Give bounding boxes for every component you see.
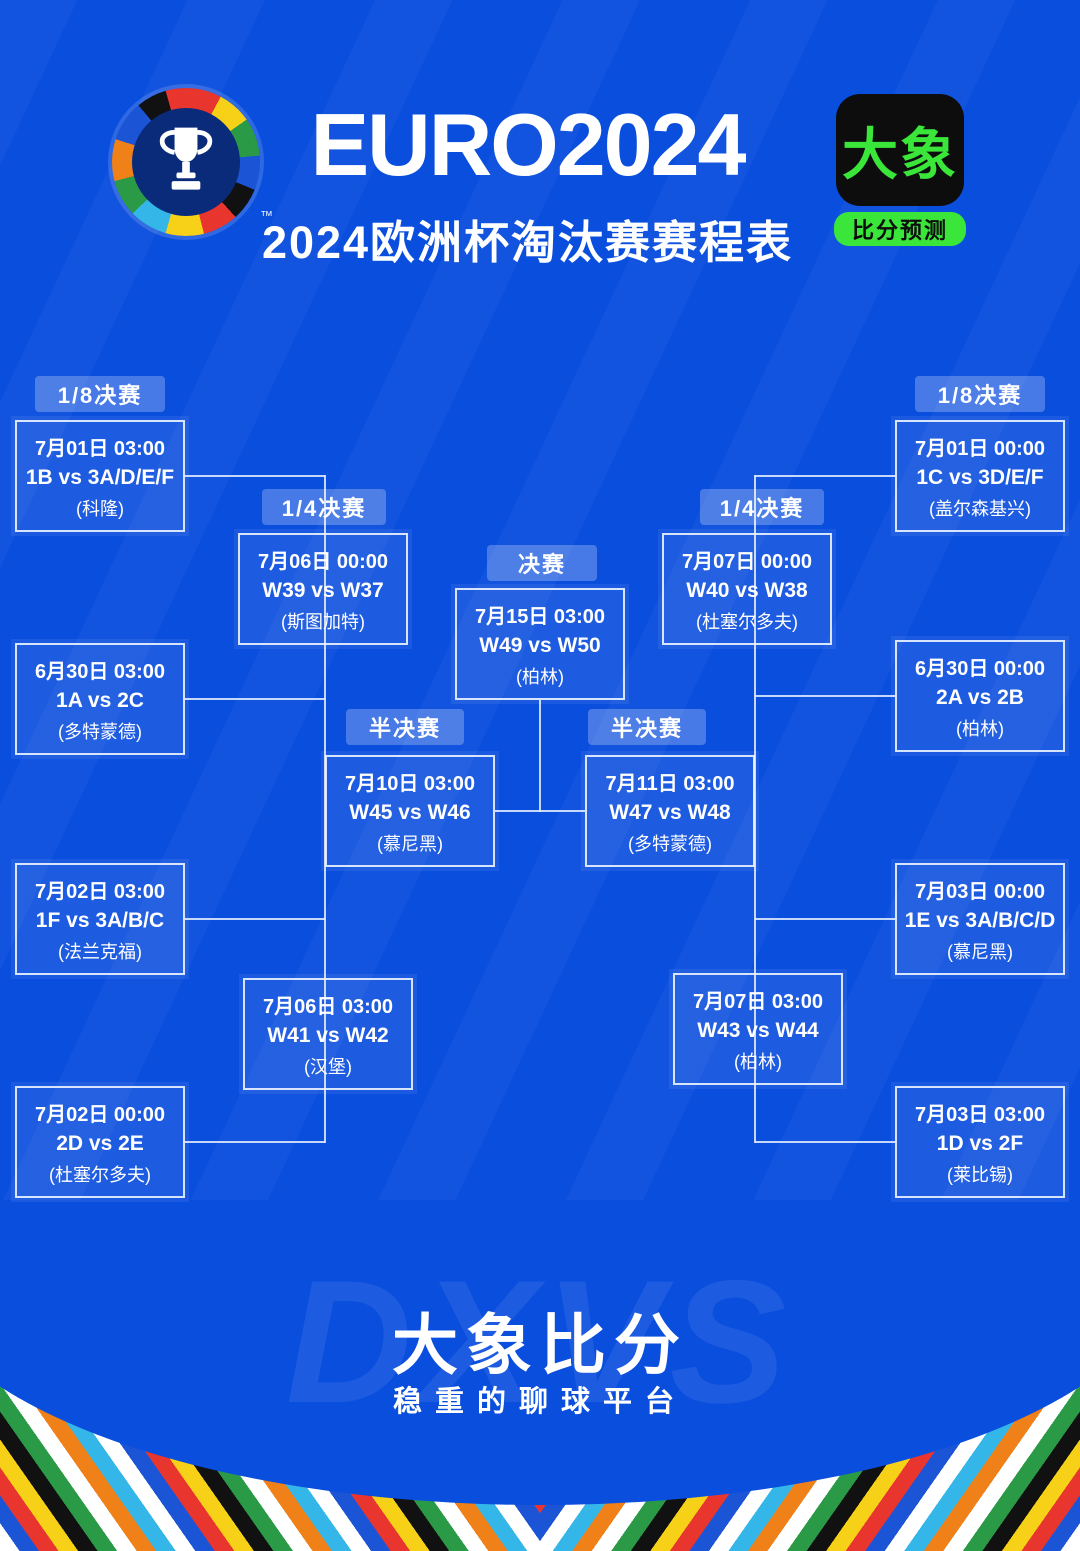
connector [755,475,895,477]
match-teams: 2A vs 2B [936,685,1024,709]
connector [185,918,325,920]
match-venue: (杜塞尔多夫) [696,611,798,632]
match-venue: (盖尔森基兴) [929,498,1031,519]
daxiang-logo: 大象 [836,94,964,206]
round-label-r16-right: 1/8决赛 [915,376,1045,412]
match-date: 7月06日 00:00 [257,550,389,573]
match-date: 7月03日 03:00 [914,1103,1046,1126]
match-venue: (柏林) [516,666,564,687]
match-teams: W45 vs W46 [349,800,471,824]
match-teams: W49 vs W50 [479,633,601,657]
round-label-qf-right: 1/4决赛 [700,489,824,525]
match-card-r16-3: 7月02日 03:00 1F vs 3A/B/C (法兰克福) [15,863,185,975]
match-card-qf-4: 7月07日 03:00 W43 vs W44 (柏林) [673,973,843,1085]
connector [185,1141,325,1143]
connector [755,1141,895,1143]
match-venue: (慕尼黑) [947,941,1013,962]
match-card-r16-8: 7月03日 03:00 1D vs 2F (莱比锡) [895,1086,1065,1198]
match-card-qf-1: 7月06日 00:00 W39 vs W37 (斯图加特) [238,533,408,645]
round-label-final: 决赛 [487,545,597,581]
match-date: 7月01日 00:00 [914,437,1046,460]
match-card-r16-4: 7月02日 00:00 2D vs 2E (杜塞尔多夫) [15,1086,185,1198]
match-teams: W41 vs W42 [267,1023,389,1047]
round-label-r16-left: 1/8决赛 [35,376,165,412]
euro2024-logo: ™ [112,88,273,236]
match-venue: (多特蒙德) [628,833,712,854]
match-card-sf-2: 7月11日 03:00 W47 vs W48 (多特蒙德) [585,755,755,867]
match-venue: (柏林) [734,1051,782,1072]
match-date: 7月07日 00:00 [681,550,813,573]
blue-arc-overlay [0,1200,1080,1505]
match-teams: 1C vs 3D/E/F [916,465,1044,489]
connector [755,918,895,920]
match-teams: 1E vs 3A/B/C/D [904,908,1056,932]
match-teams: 1B vs 3A/D/E/F [25,465,175,489]
match-teams: W40 vs W38 [686,578,808,602]
match-date: 7月03日 00:00 [914,880,1046,903]
page-title: EURO2024 [310,95,746,194]
match-venue: (多特蒙德) [58,721,142,742]
connector [755,695,895,697]
match-card-qf-2: 7月06日 03:00 W41 vs W42 (汉堡) [243,978,413,1090]
match-teams: W39 vs W37 [262,578,384,602]
match-card-qf-3: 7月07日 00:00 W40 vs W38 (杜塞尔多夫) [662,533,832,645]
match-date: 7月06日 03:00 [262,995,394,1018]
match-date: 7月15日 03:00 [474,605,606,628]
connector [185,475,325,477]
match-teams: 1A vs 2C [56,688,144,712]
match-card-r16-7: 7月03日 00:00 1E vs 3A/B/C/D (慕尼黑) [895,863,1065,975]
match-venue: (柏林) [956,718,1004,739]
match-card-r16-2: 6月30日 03:00 1A vs 2C (多特蒙德) [15,643,185,755]
match-date: 7月01日 03:00 [34,437,166,460]
match-date: 6月30日 00:00 [914,657,1046,680]
daxiang-app-badge: 大象 比分预测 [834,94,966,246]
match-card-r16-6: 6月30日 00:00 2A vs 2B (柏林) [895,640,1065,752]
match-venue: (莱比锡) [947,1164,1013,1185]
match-date: 7月02日 00:00 [34,1103,166,1126]
match-card-r16-1: 7月01日 03:00 1B vs 3A/D/E/F (科隆) [15,420,185,532]
match-teams: 2D vs 2E [56,1131,144,1155]
match-venue: (杜塞尔多夫) [49,1164,151,1185]
match-teams: 1D vs 2F [936,1131,1024,1155]
match-date: 6月30日 03:00 [34,660,166,683]
match-date: 7月02日 03:00 [34,880,166,903]
match-teams: 1F vs 3A/B/C [35,908,165,932]
round-label-sf-left: 半决赛 [346,709,464,745]
score-prediction-tag: 比分预测 [834,212,966,246]
connector [539,700,541,812]
match-teams: W47 vs W48 [609,800,731,824]
connector [754,475,756,1143]
match-card-final: 7月15日 03:00 W49 vs W50 (柏林) [455,588,625,700]
match-teams: W43 vs W44 [697,1018,819,1042]
trademark-symbol: ™ [260,208,273,223]
match-venue: (科隆) [76,498,124,519]
match-card-sf-1: 7月10日 03:00 W45 vs W46 (慕尼黑) [325,755,495,867]
match-date: 7月07日 03:00 [692,990,824,1013]
match-date: 7月10日 03:00 [344,772,476,795]
match-venue: (汉堡) [304,1056,352,1077]
connector [185,698,325,700]
round-label-sf-right: 半决赛 [588,709,706,745]
trophy-icon [132,108,240,216]
match-venue: (斯图加特) [281,611,365,632]
connector [495,810,585,812]
match-date: 7月11日 03:00 [605,772,735,795]
match-card-r16-5: 7月01日 00:00 1C vs 3D/E/F (盖尔森基兴) [895,420,1065,532]
round-label-qf-left: 1/4决赛 [262,489,386,525]
page-subtitle: 2024欧洲杯淘汰赛赛程表 [261,217,794,268]
match-venue: (慕尼黑) [377,833,443,854]
match-venue: (法兰克福) [58,941,142,962]
